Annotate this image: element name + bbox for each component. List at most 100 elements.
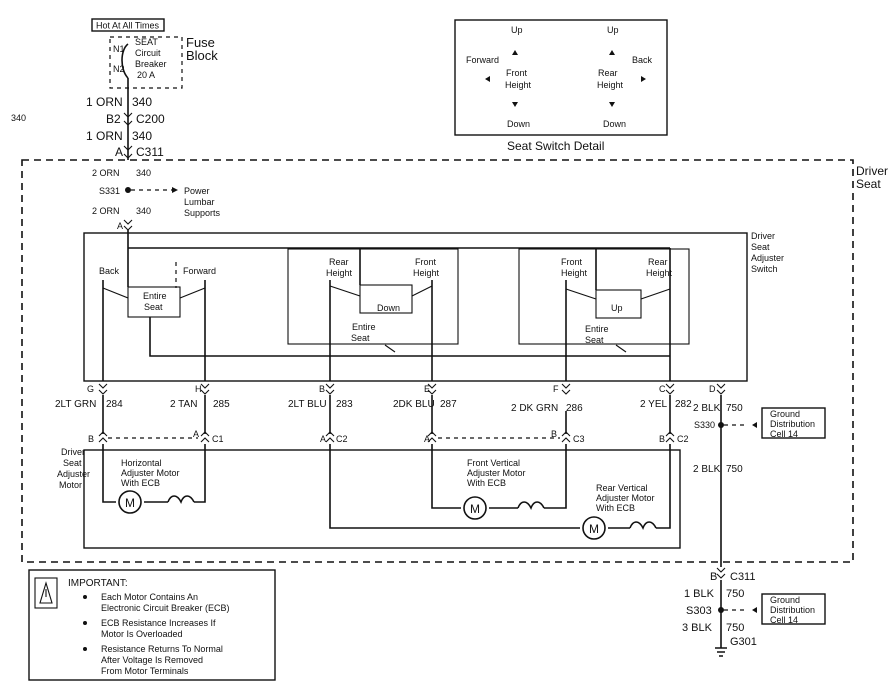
pin-e-symbol xyxy=(427,383,437,395)
c3-label: C3 xyxy=(573,434,585,444)
switch-detail-box xyxy=(454,19,668,136)
c3-left-pin: A xyxy=(424,434,430,444)
detail-rear-height-2: Height xyxy=(597,80,624,90)
detail-back: Back xyxy=(632,55,653,65)
ground-id-label: G301 xyxy=(730,636,757,648)
front-height-2-label-2: Height xyxy=(561,268,588,278)
bullet-3-icon xyxy=(83,647,87,651)
bullet-1-line-2: Electronic Circuit Breaker (ECB) xyxy=(101,603,230,613)
motor-label-2: Seat xyxy=(63,458,82,468)
rear-motor-wiring xyxy=(329,444,671,529)
c3-right-symbol xyxy=(561,431,571,443)
switch-box xyxy=(83,232,748,382)
pin-f-letter: F xyxy=(553,384,559,394)
detail-rear-height-1: Rear xyxy=(598,68,618,78)
motor-label-4: Motor xyxy=(59,480,82,490)
breaker-label-1: SEAT xyxy=(135,37,158,47)
front-height-1-contact xyxy=(411,285,433,297)
front-motor-label-2: Adjuster Motor xyxy=(467,468,526,478)
c1-label: C1 xyxy=(212,434,224,444)
rear-ecb-icon xyxy=(629,521,657,530)
front-motor-label-3: With ECB xyxy=(467,478,506,488)
switch-title-1: Driver xyxy=(751,231,775,241)
detail-front-height-1: Front xyxy=(506,68,528,78)
seat-switch-detail: Up Up Forward Back Front Height Rear Hei… xyxy=(454,19,668,153)
pin-f-wire: 2 DK GRN xyxy=(511,403,558,414)
s303-dot xyxy=(718,607,724,613)
switch-pin-a: A xyxy=(117,221,123,231)
lumbar-label-3: Supports xyxy=(184,208,221,218)
feed-wire-1orn: 1 ORN xyxy=(86,95,123,109)
entire-seat-3-label-1: Entire xyxy=(585,324,609,334)
ground-box-1-line-1: Ground xyxy=(770,409,800,419)
up-box xyxy=(595,289,642,319)
ground-box-2-line-2: Distribution xyxy=(770,605,815,615)
pin-e-letter: E xyxy=(424,384,430,394)
c2-left-label: C2 xyxy=(336,434,348,444)
fuse-block-title-1: Fuse xyxy=(186,35,215,50)
switch-forward-label: Forward xyxy=(183,266,216,276)
c2-left-pin: A xyxy=(320,434,326,444)
driver-seat-outline xyxy=(21,159,854,563)
motor-box xyxy=(83,449,681,549)
breaker-label-3: Breaker xyxy=(135,59,167,69)
horizontal-motor-symbol: M xyxy=(125,496,135,510)
motor-connectors: B A C1 A C2 A B C3 B C2 xyxy=(88,429,689,444)
splice-s331-dot xyxy=(125,187,131,193)
detail-up-right: Up xyxy=(607,25,619,35)
pin-e-wire: 2DK BLU xyxy=(393,399,435,410)
forward-contact xyxy=(179,287,206,299)
exclamation-icon-frame xyxy=(34,577,58,609)
rear-height-2-label-1: Rear xyxy=(648,257,668,267)
front-motor-icon xyxy=(463,496,487,520)
pin-c-symbol xyxy=(665,383,675,395)
switch-pin-a-symbol xyxy=(123,219,133,231)
s303-label: S303 xyxy=(686,605,712,617)
s330-arrow-icon xyxy=(752,422,757,428)
fuse-block-title-2: Block xyxy=(186,48,218,63)
horizontal-motor-icon xyxy=(118,490,142,514)
s330-dot xyxy=(718,422,724,428)
down-box xyxy=(359,284,413,314)
front-ecb-icon xyxy=(517,501,545,510)
pin-b-letter: B xyxy=(319,384,325,394)
front-height-2-label-1: Front xyxy=(561,257,583,267)
pin-b-circuit: 283 xyxy=(336,399,353,410)
pin-d-circuit: 750 xyxy=(726,403,743,414)
horizontal-motor-wiring xyxy=(102,444,206,503)
splice-bottom-wire: 2 ORN xyxy=(92,206,120,216)
arrow-left-icon xyxy=(485,76,490,82)
ground-3blk-wire: 3 BLK xyxy=(682,622,713,634)
splice-top-circuit: 340 xyxy=(136,168,151,178)
front-motor-wiring xyxy=(431,444,567,509)
bullet-2-line-1: ECB Resistance Increases If xyxy=(101,618,216,628)
switch-to-motor-wires xyxy=(102,395,722,567)
ground-box-2-line-1: Ground xyxy=(770,595,800,605)
pin-h-letter: H xyxy=(195,384,202,394)
entire-seat-2-contact xyxy=(384,344,396,353)
splice-s331-group: 2 ORN 340 S331 Power Lumbar Supports 2 O… xyxy=(92,168,221,231)
pin-b-symbol xyxy=(325,383,335,395)
rear-height-1-label-2: Height xyxy=(326,268,353,278)
back-contact xyxy=(102,287,129,299)
c3-right-pin: B xyxy=(551,429,557,439)
horizontal-motor-label-3: With ECB xyxy=(121,478,160,488)
pin-c-circuit: 282 xyxy=(675,399,692,410)
important-note: IMPORTANT: Each Motor Contains An Electr… xyxy=(28,569,276,681)
switch-detail-caption: Seat Switch Detail xyxy=(507,139,604,153)
pin-c-letter: C xyxy=(659,384,666,394)
pin-c-wire: 2 YEL xyxy=(640,399,667,410)
section-2-box xyxy=(287,248,459,345)
arrow-up-right-icon xyxy=(609,50,615,55)
front-height-1-label-2: Height xyxy=(413,268,440,278)
front-height-1-label-1: Front xyxy=(415,257,437,267)
breaker-pin-n1: N1 xyxy=(113,44,125,54)
ground-run: B C311 1 BLK 750 S303 Ground Distributio… xyxy=(682,567,826,657)
arrow-down-right-icon xyxy=(609,102,615,107)
entire-seat-2-label-1: Entire xyxy=(352,322,376,332)
bullet-1-line-1: Each Motor Contains An xyxy=(101,592,198,602)
pin-g-circuit: 284 xyxy=(106,399,123,410)
entire-seat-1-label-2: Seat xyxy=(144,302,163,312)
ground-mid-wire: 2 BLK xyxy=(693,464,721,475)
